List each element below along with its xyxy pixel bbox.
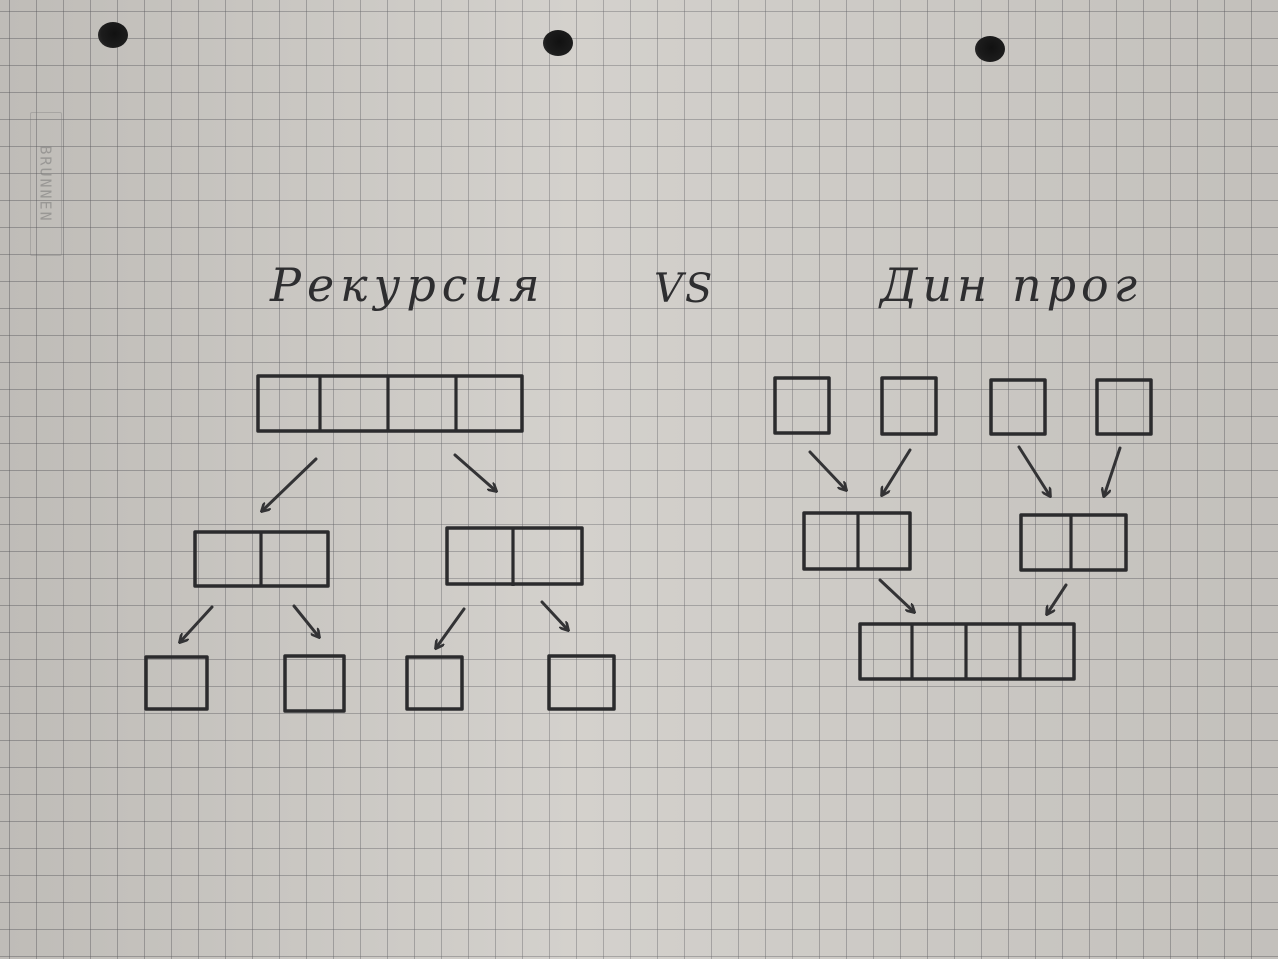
title-vs: VS <box>654 266 715 312</box>
punch-hole-right <box>975 36 1005 62</box>
dp-base-cell <box>773 376 831 435</box>
arrow <box>453 453 496 491</box>
punch-hole-center <box>543 30 573 56</box>
brand-stamp: BRUNNEN <box>30 112 62 256</box>
title-recursion: Рекурсия <box>270 258 546 312</box>
dp-base-cell <box>1095 378 1153 436</box>
recursion-tree <box>144 374 616 713</box>
recursion-root-array <box>256 374 524 433</box>
recursion-right-half <box>445 526 584 586</box>
punch-hole-left <box>98 22 128 48</box>
arrow <box>808 450 846 490</box>
dp-base-cell <box>989 378 1047 436</box>
arrow <box>292 604 319 637</box>
dp-pair-left <box>802 511 912 571</box>
arrow <box>1047 583 1068 614</box>
dp-base-cell <box>880 376 938 436</box>
recursion-leaf <box>547 654 616 711</box>
arrow <box>436 607 466 648</box>
recursion-leaf <box>405 655 464 711</box>
arrow <box>878 578 914 612</box>
arrow <box>540 600 568 630</box>
dp-diagram <box>773 376 1153 681</box>
arrow <box>882 448 912 495</box>
recursion-left-half <box>193 530 330 588</box>
title-dynamic-programming: Дин прог <box>880 258 1142 312</box>
dp-result-array <box>858 622 1076 681</box>
arrow <box>1104 446 1122 496</box>
recursion-leaf <box>144 655 209 711</box>
recursion-leaf <box>283 654 346 713</box>
dp-pair-right <box>1019 513 1128 572</box>
arrow <box>262 457 318 511</box>
arrow <box>1017 445 1050 496</box>
arrow <box>180 605 214 642</box>
